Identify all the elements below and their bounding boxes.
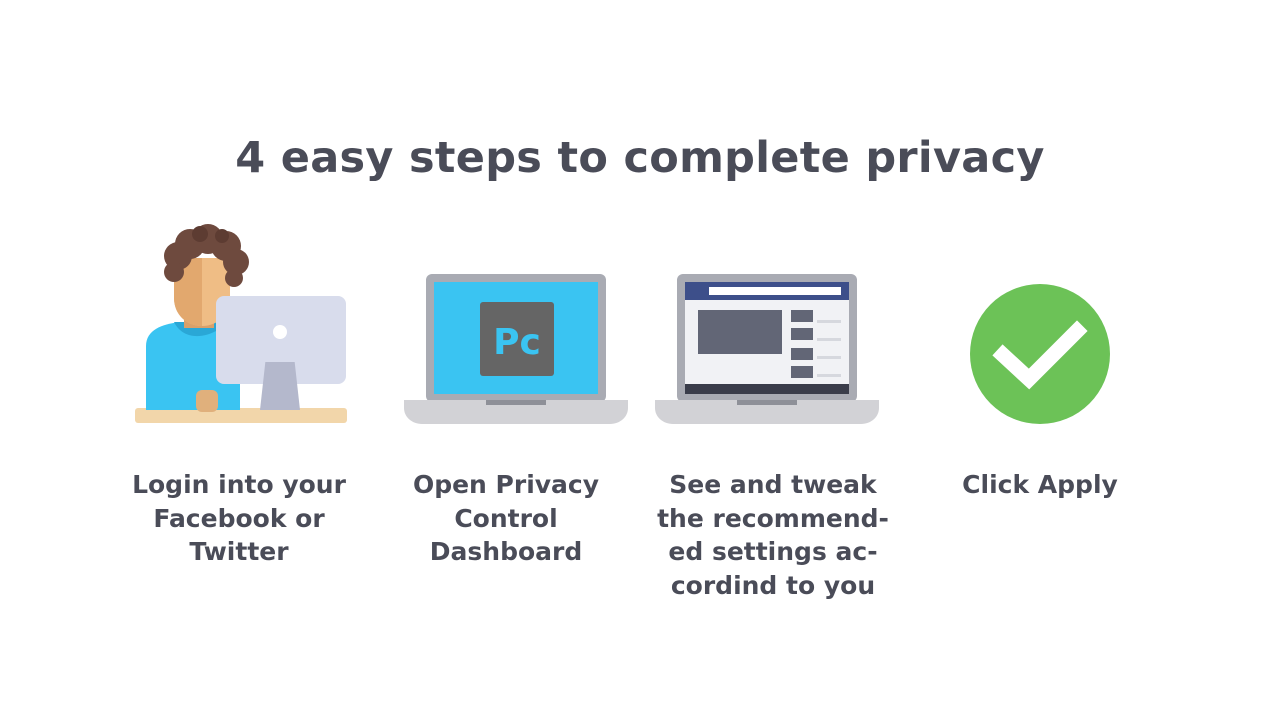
- desk: [135, 408, 347, 423]
- webpage-image-block: [698, 310, 782, 354]
- laptop-base: [404, 400, 628, 424]
- step-4-caption: Click Apply: [962, 470, 1118, 499]
- laptop-webpage-icon: [655, 274, 879, 424]
- step-1-caption: Login into your Facebook or Twitter: [132, 470, 346, 566]
- monitor-stand: [260, 356, 300, 410]
- laptop-base: [655, 400, 879, 424]
- step-3-caption: See and tweak the recommend- ed settings…: [657, 470, 889, 600]
- webpage-footer: [685, 384, 849, 394]
- check-circle: [970, 284, 1110, 424]
- laptop-hinge: [486, 400, 546, 405]
- pc-logo-box: [480, 302, 554, 376]
- laptop-hinge: [737, 400, 797, 405]
- pc-logo-text: Pc: [493, 322, 541, 363]
- person-at-computer-icon: [135, 224, 347, 423]
- monitor: [216, 296, 346, 384]
- page-title: 4 easy steps to complete privacy: [235, 133, 1045, 183]
- webpage-list: [791, 310, 813, 378]
- step-2-caption: Open Privacy Control Dashboard: [412, 470, 600, 566]
- green-checkmark-icon: [970, 284, 1110, 424]
- laptop-pc-logo-icon: Pc: [404, 274, 628, 424]
- check-mark: [992, 320, 1088, 390]
- monitor-logo: [273, 325, 287, 339]
